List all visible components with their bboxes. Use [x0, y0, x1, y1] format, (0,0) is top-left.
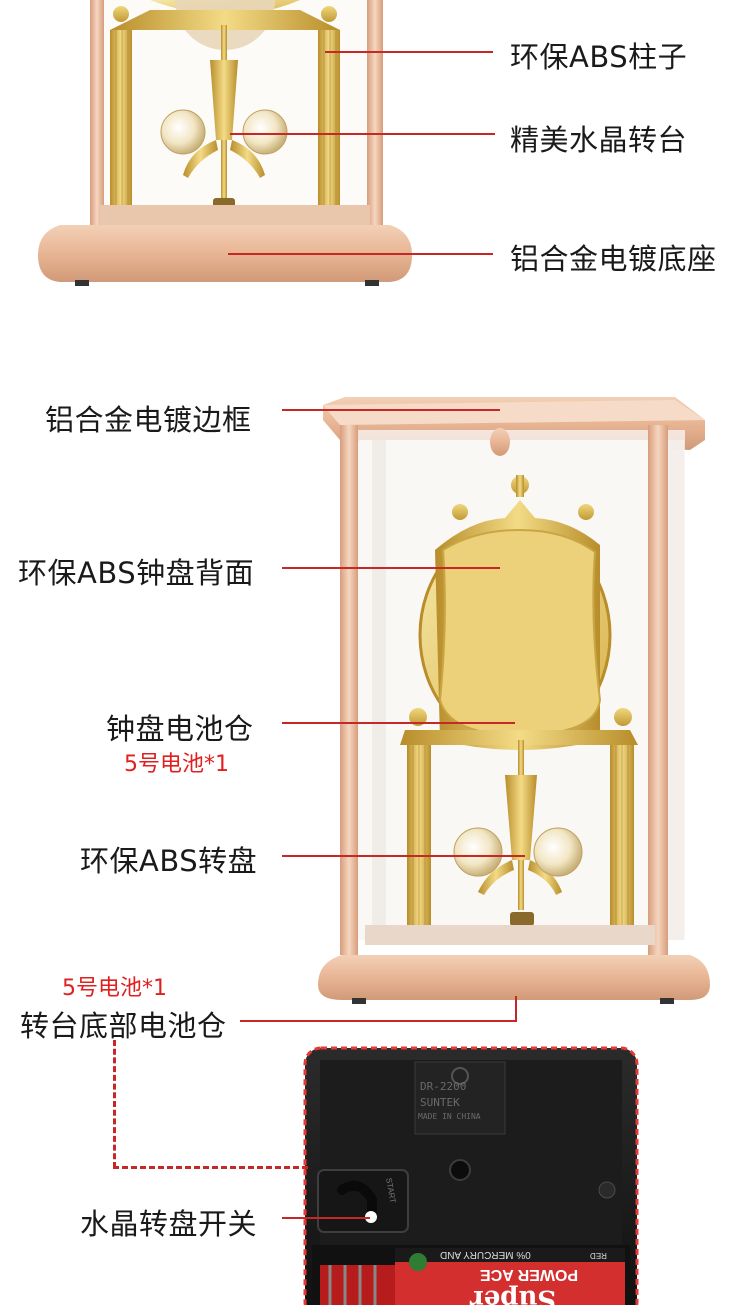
battery-type-text: POWER ACE: [480, 1266, 579, 1283]
leader-line-base-battery-up: [515, 996, 517, 1022]
leader-line-rotor: [282, 855, 525, 857]
note-dial-battery: 5号电池*1: [124, 752, 229, 777]
leader-line-pillar: [325, 51, 493, 53]
label-pillar: 环保ABS柱子: [510, 40, 688, 74]
leader-line-dial-battery: [282, 722, 515, 724]
label-dial-battery: 钟盘电池仓: [106, 712, 254, 746]
leader-line-frame: [282, 409, 500, 411]
leader-line-switch: [282, 1217, 370, 1219]
label-base-battery: 转台底部电池仓: [20, 1009, 227, 1043]
label-rotor: 环保ABS转盘: [80, 844, 258, 878]
movement-origin-text: MADE IN CHINA: [418, 1112, 481, 1121]
movement-brand-text: SUNTEK: [420, 1096, 460, 1109]
leader-line-crystal: [230, 133, 495, 135]
leader-line-base-battery: [240, 1020, 517, 1022]
movement-model-text: DR-2200: [420, 1080, 467, 1093]
battery-brand-text: Super: [470, 1284, 557, 1305]
label-crystal-turntable: 精美水晶转台: [510, 123, 688, 157]
label-frame: 铝合金电镀边框: [45, 403, 252, 437]
dashed-connector-horizontal: [113, 1166, 308, 1169]
note-base-battery: 5号电池*1: [62, 976, 167, 1001]
label-switch: 水晶转盘开关: [80, 1207, 258, 1241]
leader-line-base: [228, 253, 493, 255]
label-dial-back: 环保ABS钟盘背面: [18, 556, 255, 590]
battery-note-text: 0% MERCURY AND: [440, 1249, 531, 1260]
dashed-connector-vertical: [113, 1040, 116, 1168]
label-base: 铝合金电镀底座: [510, 242, 717, 276]
leader-line-dial-back: [282, 567, 500, 569]
battery-grade-text: RED: [590, 1251, 607, 1260]
